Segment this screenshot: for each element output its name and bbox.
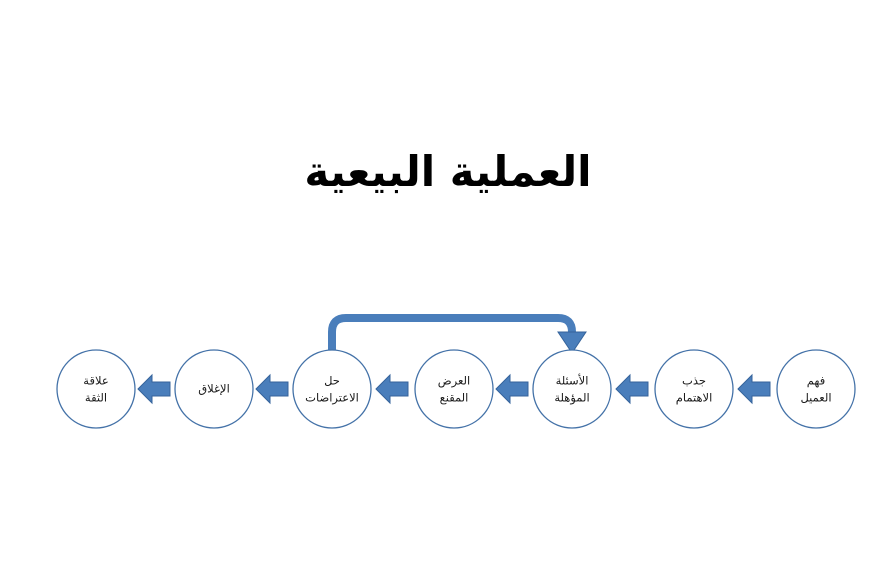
process-arrows (137, 373, 771, 405)
arrow-node4-to-node5 (375, 373, 409, 405)
node-circle-1[interactable] (776, 349, 856, 429)
arrow-node5-to-node6 (255, 373, 289, 405)
process-nodes (56, 349, 856, 429)
node-circle-4[interactable] (414, 349, 494, 429)
arrow-node1-to-node2 (737, 373, 771, 405)
node-circle-2[interactable] (654, 349, 734, 429)
node-circle-3[interactable] (532, 349, 612, 429)
node-circle-5[interactable] (292, 349, 372, 429)
page-title: العملية البيعية (304, 147, 592, 196)
arrow-node6-to-node7 (137, 373, 171, 405)
arrow-node3-to-node4 (495, 373, 529, 405)
arrow-node2-to-node3 (615, 373, 649, 405)
feedback-loop-arrow (328, 314, 587, 356)
node-circle-6[interactable] (174, 349, 254, 429)
feedback-loop-arrowhead (557, 331, 587, 354)
feedback-loop-path (328, 314, 576, 356)
node-circle-7[interactable] (56, 349, 136, 429)
